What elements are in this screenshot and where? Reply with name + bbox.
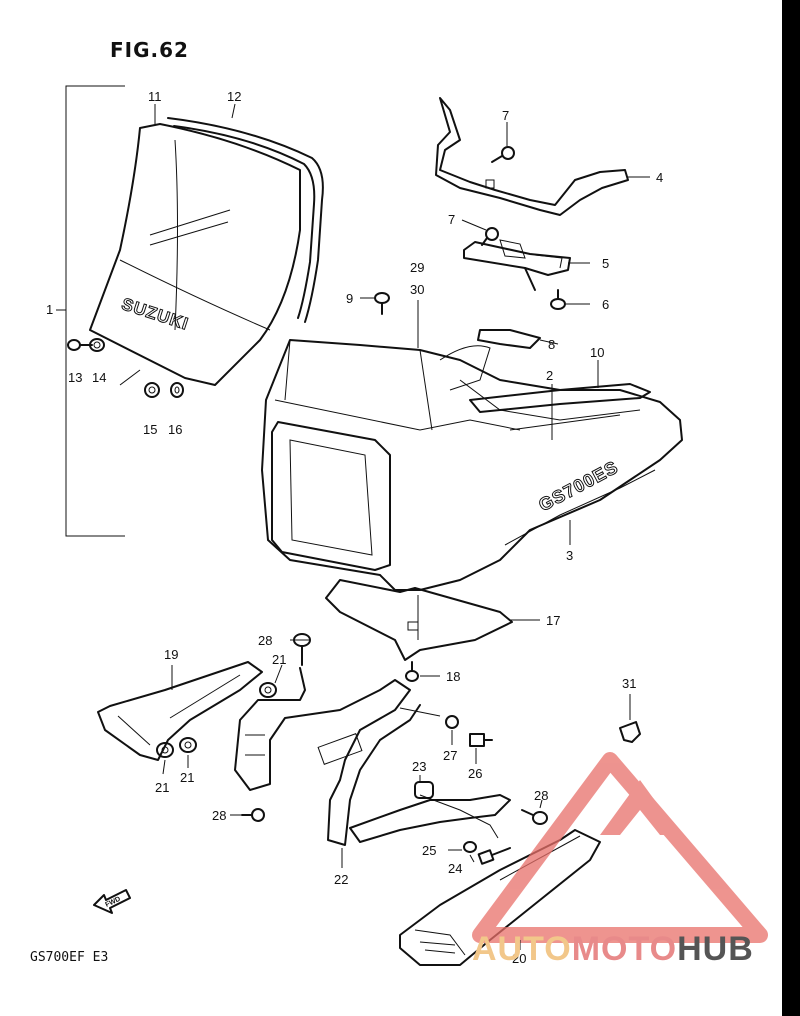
callout-31: 31 [622, 676, 636, 691]
washer-25 [463, 841, 477, 853]
hardware-leader [119, 369, 141, 386]
clip-31 [619, 721, 641, 743]
screw-28-top [293, 633, 311, 666]
nut-14 [89, 338, 105, 352]
upper-fairing [261, 339, 683, 591]
grommet-21-left [156, 742, 174, 758]
side-trim [469, 383, 651, 413]
washer-15 [144, 382, 160, 398]
callout-18: 18 [446, 669, 460, 684]
callout-19: 19 [164, 647, 178, 662]
windscreen-seal [167, 117, 324, 323]
model-code: GS700EF E3 [30, 950, 109, 965]
callout-25: 25 [422, 843, 436, 858]
screw-13 [67, 339, 93, 351]
watermark-hub: HUB [677, 930, 754, 968]
mounting-bracket-19 [97, 661, 263, 761]
callout-30: 30 [410, 282, 424, 297]
bolt-18 [405, 661, 419, 682]
screw-9 [374, 292, 390, 315]
callout-3: 3 [566, 548, 573, 563]
meter-bracket [463, 239, 571, 291]
screw-7-upper [491, 146, 515, 163]
callout-15: 15 [143, 422, 157, 437]
callout-28-left: 28 [212, 808, 226, 823]
callout-27: 27 [443, 748, 457, 763]
callout-28-right: 28 [534, 788, 548, 803]
windscreen [89, 123, 301, 386]
callout-9: 9 [346, 291, 353, 306]
bolt-26 [469, 733, 493, 747]
leader-lines [154, 103, 650, 950]
callout-21-top: 21 [272, 652, 286, 667]
stripe-3 [504, 469, 656, 546]
bolt-6 [550, 289, 566, 310]
page-edge-bar [782, 0, 800, 1016]
watermark-logo-icon [472, 752, 768, 943]
callout-6: 6 [602, 297, 609, 312]
inner-panel [325, 579, 513, 661]
callout-26: 26 [468, 766, 482, 781]
callout-22: 22 [334, 872, 348, 887]
forward-arrow-icon [93, 889, 131, 914]
callout-29: 29 [410, 260, 424, 275]
nut-16 [170, 382, 184, 398]
callout-23: 23 [412, 759, 426, 774]
callout-8: 8 [548, 337, 555, 352]
callout-16: 16 [168, 422, 182, 437]
assembly-bracket [56, 85, 125, 537]
main-brace [234, 667, 421, 846]
washer-27 [445, 715, 459, 729]
callout-13: 13 [68, 370, 82, 385]
callout-28-top: 28 [258, 633, 272, 648]
figure-title: FIG.62 [110, 38, 189, 62]
clip-8 [477, 329, 541, 349]
watermark-moto: MOTO [571, 930, 678, 968]
callout-7-lower: 7 [448, 212, 455, 227]
screw-28-right [521, 809, 548, 825]
watermark-text: AUTOMOTOHUB [472, 930, 754, 969]
callout-7-upper: 7 [502, 108, 509, 123]
callout-14: 14 [92, 370, 106, 385]
callout-1: 1 [46, 302, 53, 317]
callout-2: 2 [546, 368, 553, 383]
collar-23 [414, 781, 434, 799]
grommet-21-top [259, 682, 277, 698]
windscreen-brand-decal: SUZUKI [119, 294, 191, 333]
bolt-24 [477, 847, 511, 865]
screw-28-left [241, 808, 265, 822]
callout-21-left: 21 [155, 780, 169, 795]
screw-7-lower [481, 227, 499, 246]
callout-24: 24 [448, 861, 462, 876]
callout-11: 11 [148, 89, 162, 104]
callout-21-right: 21 [180, 770, 194, 785]
callout-17: 17 [546, 613, 560, 628]
grommet-21-right [179, 737, 197, 753]
callout-12: 12 [227, 89, 241, 104]
fairing-stay [435, 97, 629, 216]
callout-20: 20 [512, 951, 526, 966]
callout-10: 10 [590, 345, 604, 360]
lower-brace-22 [349, 794, 511, 843]
callout-4: 4 [656, 170, 663, 185]
watermark-auto: AUTO [472, 930, 572, 968]
callout-5: 5 [602, 256, 609, 271]
